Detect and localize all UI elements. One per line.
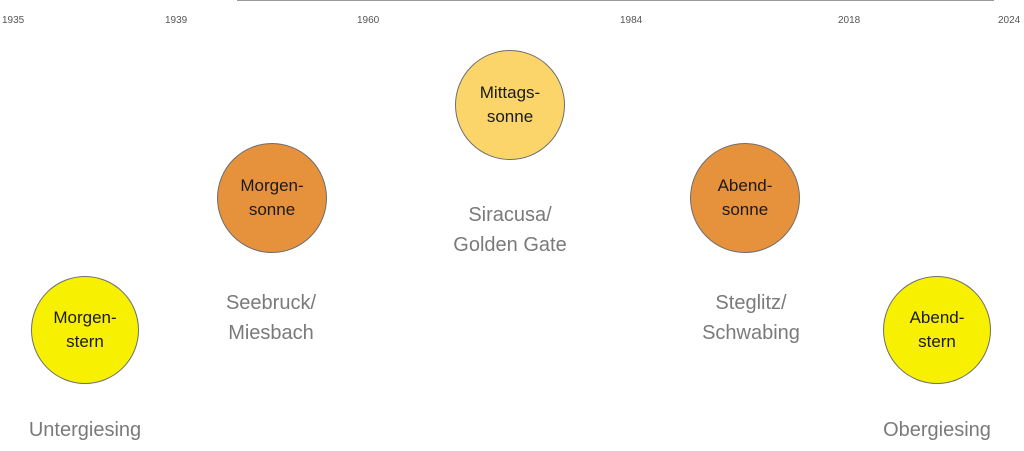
circle-label-line-1: Mittags-: [479, 83, 541, 102]
abendsonne-circle: Abend- sonne: [690, 143, 800, 253]
caption-steglitz-schwabing: Steglitz/ Schwabing: [702, 292, 800, 344]
caption-obergiesing: Obergiesing: [883, 419, 991, 441]
caption-siracusa-golden-gate: Siracusa/ Golden Gate: [453, 204, 567, 256]
morgensonne-circle: Morgen- sonne: [217, 143, 327, 253]
morgenstern-circle: Morgen- stern: [31, 276, 139, 384]
circle-label-line-2: sonne: [721, 200, 769, 219]
abendstern-circle: Abend- stern: [883, 276, 991, 384]
year-label-2018: 2018: [838, 15, 861, 26]
circle-label-line-2: stern: [918, 332, 956, 351]
circle-label-line-1: Morgen-: [240, 176, 304, 195]
circle-label-line-2: sonne: [248, 200, 296, 219]
timeline-line: [237, 0, 994, 1]
circle-label-line-1: Morgen-: [53, 308, 117, 327]
mittagssonne-circle: Mittags- sonne: [455, 50, 565, 160]
circle-label-line-2: sonne: [486, 107, 534, 126]
year-label-2024: 2024: [998, 15, 1021, 26]
year-label-1984: 1984: [620, 15, 643, 26]
year-label-1939: 1939: [165, 15, 188, 26]
caption-untergiesing: Untergiesing: [28, 419, 142, 441]
year-label-1935: 1935: [2, 15, 25, 26]
caption-seebruck-miesbach: Seebruck/ Miesbach: [225, 292, 317, 344]
circle-label-line-2: stern: [66, 332, 104, 351]
circle-label-line-1: Abend-: [717, 176, 773, 195]
year-label-1960: 1960: [357, 15, 380, 26]
circle-label-line-1: Abend-: [909, 308, 965, 327]
